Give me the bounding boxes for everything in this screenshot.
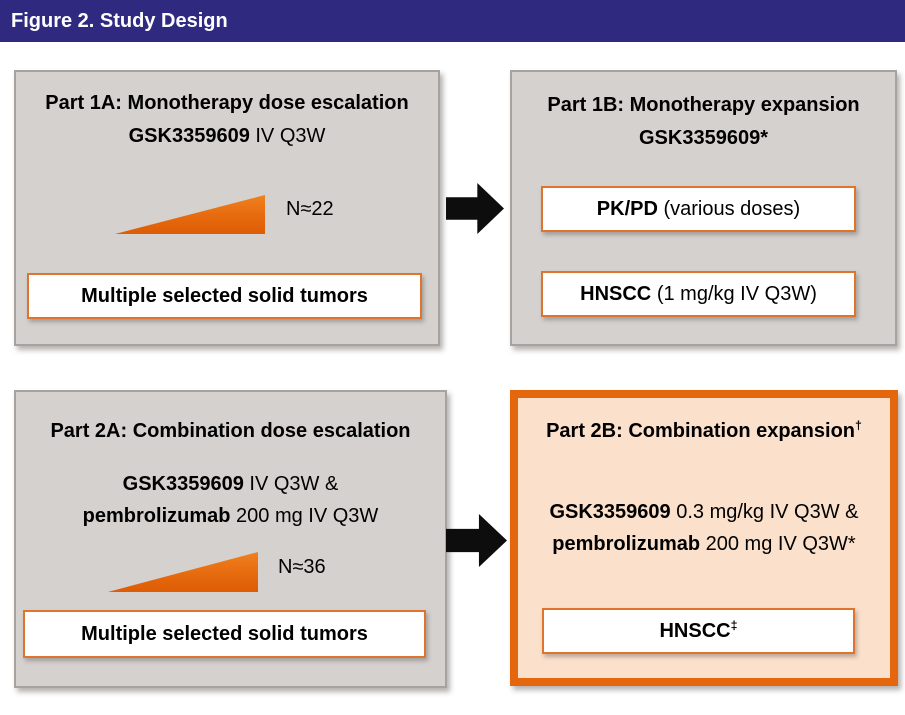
pkpd-cohort-label: PK/PD (various doses): [597, 198, 800, 221]
part-1a-box: Part 1A: Monotherapy dose escalation GSK…: [14, 70, 440, 346]
dose-escalation-triangle-icon: [115, 195, 265, 234]
part-2b-title-text: Part 2B: Combination expansion: [546, 420, 856, 442]
hnscc-bold: HNSCC: [580, 282, 652, 305]
figure-title: Figure 2. Study Design: [11, 10, 228, 32]
figure-title-bar: Figure 2. Study Design: [0, 0, 905, 42]
part-2b-drug2-name: pembrolizumab: [552, 533, 701, 555]
part-2a-drug2-name: pembrolizumab: [82, 505, 231, 527]
hnscc-rest: (1 mg/kg IV Q3W): [651, 282, 817, 305]
pkpd-bold: PK/PD: [596, 197, 658, 220]
part-2b-drug1-name: GSK3359609: [549, 501, 671, 523]
part-2a-population-box: Multiple selected solid tumors: [23, 610, 426, 658]
part-1a-population-label: Multiple selected solid tumors: [81, 284, 368, 307]
hnscc-text: HNSCC: [659, 619, 731, 642]
part-2a-drug1-schedule: IV Q3W &: [243, 473, 339, 495]
part-1b-pkpd-cohort-box: PK/PD (various doses): [541, 186, 856, 232]
pkpd-rest: (various doses): [657, 197, 801, 220]
part-1a-drug-name: GSK3359609: [128, 125, 250, 147]
part-2b-regimen-line2: pembrolizumab 200 mg IV Q3W*: [518, 533, 890, 556]
part-1a-regimen: GSK3359609 IV Q3W: [16, 125, 438, 148]
dagger-symbol: †: [855, 418, 862, 433]
part-1b-title: Part 1B: Monotherapy expansion: [547, 94, 860, 116]
part-2b-box: Part 2B: Combination expansion† GSK33596…: [510, 390, 898, 686]
part-1a-n-label: N≈22: [286, 198, 334, 220]
part-1b-hnscc-cohort-box: HNSCC (1 mg/kg IV Q3W): [541, 271, 856, 317]
part-2a-regimen-line2: pembrolizumab 200 mg IV Q3W: [16, 505, 445, 528]
part-2b-regimen-line1: GSK3359609 0.3 mg/kg IV Q3W &: [518, 501, 890, 524]
right-arrow-icon: [446, 514, 507, 567]
part-2a-n-label: N≈36: [278, 556, 326, 578]
part-2a-title: Part 2A: Combination dose escalation: [50, 420, 411, 442]
right-arrow-icon: [446, 183, 504, 234]
part-2b-title: Part 2B: Combination expansion†: [518, 418, 890, 443]
part-1a-title: Part 1A: Monotherapy dose escalation: [45, 92, 409, 114]
part-1b-drug-name: GSK3359609*: [639, 127, 768, 149]
dose-escalation-triangle-icon: [108, 552, 258, 592]
part-1a-drug-schedule: IV Q3W: [249, 125, 326, 147]
part-2b-hnscc-label: HNSCC‡: [659, 617, 738, 643]
double-dagger-symbol: ‡: [730, 617, 738, 632]
part-2a-box: Part 2A: Combination dose escalation GSK…: [14, 390, 447, 688]
part-2b-drug2-schedule: 200 mg IV Q3W*: [700, 533, 856, 555]
part-2a-drug1-name: GSK3359609: [122, 473, 244, 495]
hnscc-cohort-label: HNSCC (1 mg/kg IV Q3W): [580, 283, 817, 306]
part-1a-population-box: Multiple selected solid tumors: [27, 273, 422, 319]
part-2a-population-label: Multiple selected solid tumors: [81, 622, 368, 645]
part-1b-regimen: GSK3359609*: [512, 127, 895, 150]
part-2b-hnscc-cohort-box: HNSCC‡: [542, 608, 855, 654]
part-2a-drug2-schedule: 200 mg IV Q3W: [230, 505, 379, 527]
part-2b-drug1-schedule: 0.3 mg/kg IV Q3W &: [670, 501, 859, 523]
part-1b-box: Part 1B: Monotherapy expansion GSK335960…: [510, 70, 897, 346]
part-2a-regimen-line1: GSK3359609 IV Q3W &: [16, 473, 445, 496]
